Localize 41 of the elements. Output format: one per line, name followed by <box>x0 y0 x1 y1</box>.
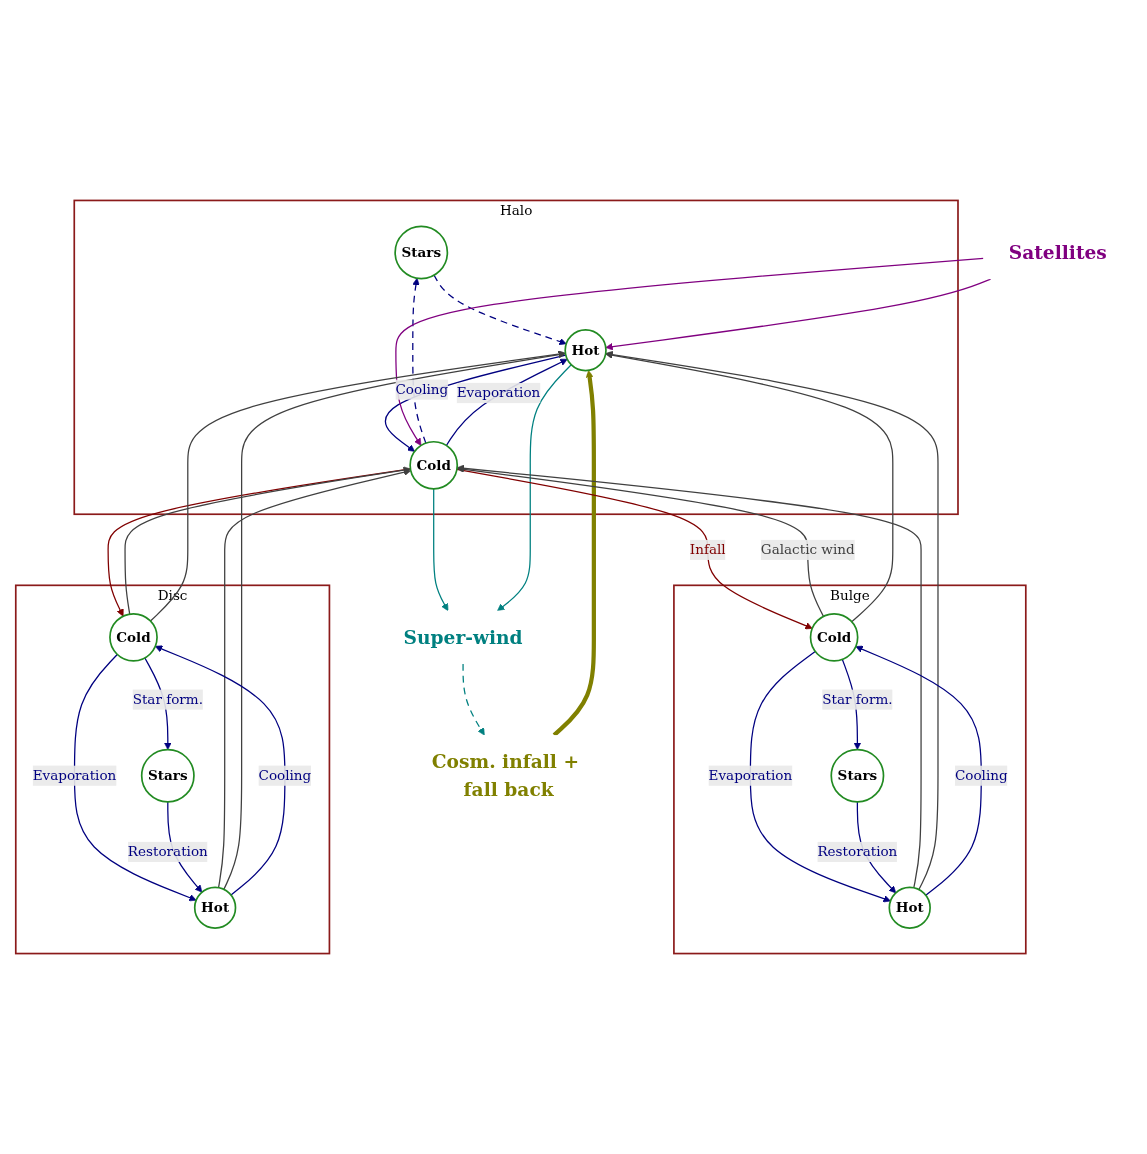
arrow <box>604 350 939 891</box>
arrow <box>73 653 196 902</box>
arrow <box>445 358 568 447</box>
node-text: Cosm. infall + fall back <box>431 750 579 801</box>
node-circle: Cold <box>809 612 858 662</box>
arrow <box>461 663 485 736</box>
edge-label: Cooling <box>954 767 1008 784</box>
node-circle: Stars <box>140 748 195 803</box>
edge-label: Star form. <box>821 691 893 708</box>
arrow <box>552 370 596 737</box>
edge-label: Restoration <box>127 843 208 860</box>
edge-label: Star form. <box>132 691 203 708</box>
node-circle: Hot <box>563 329 607 372</box>
arrow <box>394 257 984 446</box>
edge-label: Evaporation <box>32 767 116 784</box>
arrow <box>604 278 991 351</box>
edge-label: Cooling <box>258 767 311 784</box>
edge-label: Galactic wind <box>760 541 855 558</box>
arrow <box>749 650 891 903</box>
edge-label: Restoration <box>816 843 897 860</box>
node-circle: Hot <box>193 886 236 929</box>
arrow <box>432 274 567 346</box>
node-circle: Stars <box>393 225 448 280</box>
node-text: Super-wind <box>403 625 523 648</box>
edge-label: Evaporation <box>708 767 792 784</box>
edge-label: Cooling <box>394 381 448 398</box>
arrow <box>456 464 922 889</box>
node-text: Satellites <box>1008 241 1107 264</box>
node-circle: Cold <box>108 612 158 662</box>
arrow <box>432 488 448 612</box>
node-circle: Stars <box>829 748 884 803</box>
arrow <box>222 350 566 890</box>
node-circle: Hot <box>888 886 931 929</box>
node-circle: Cold <box>408 440 458 490</box>
arrow <box>149 350 566 622</box>
arrow <box>384 354 566 452</box>
arrow <box>496 364 572 612</box>
arrow <box>217 468 411 889</box>
edge-label: Evaporation <box>456 384 540 401</box>
arrow <box>411 277 426 444</box>
edge-label: Infall <box>689 541 726 558</box>
